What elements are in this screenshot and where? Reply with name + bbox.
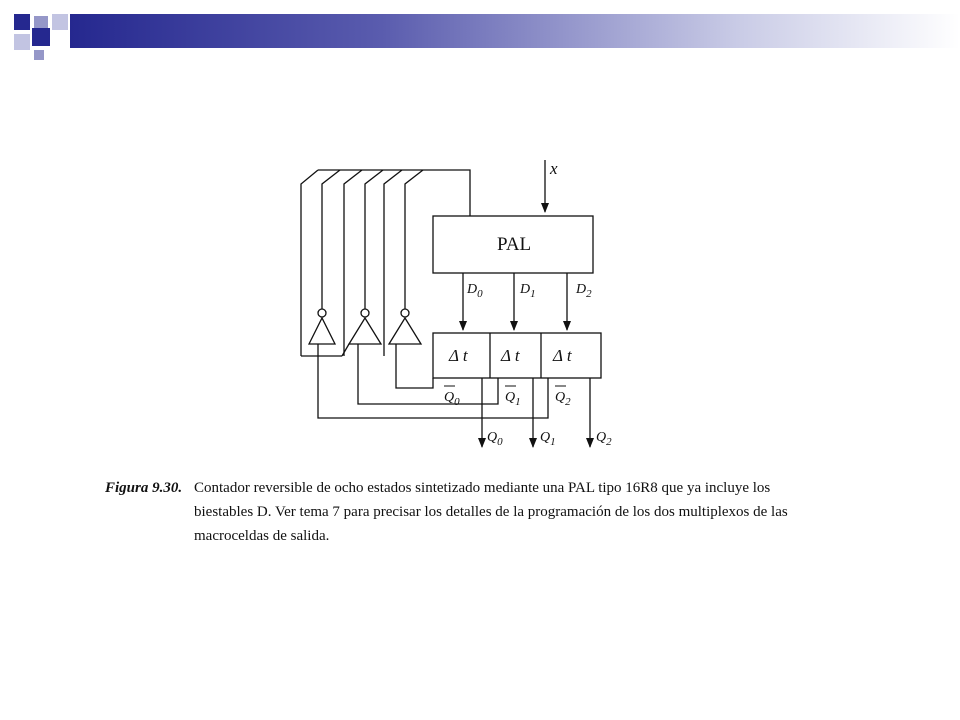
buffer-1 — [307, 316, 337, 345]
feedback-line-4 — [383, 169, 403, 356]
qbar2-feedback-wire — [317, 356, 549, 419]
d2-label: D2 — [575, 282, 592, 300]
qbar1-feedback-wire — [357, 356, 499, 405]
input-x-label: x — [549, 159, 558, 178]
q2-output-label: Q2 — [596, 430, 612, 448]
caption-line-3: macroceldas de salida. — [194, 528, 330, 544]
feedback-line-1 — [321, 169, 341, 309]
qbar2-label: Q2 — [555, 390, 571, 408]
q0-output-label: Q0 — [487, 430, 503, 448]
buffer-3 — [387, 316, 423, 345]
enable-rail — [300, 169, 319, 356]
header-bar — [70, 14, 960, 48]
buffer-1-bubble — [317, 308, 327, 318]
qbar0-label: Q0 — [444, 390, 460, 408]
d0-label: D0 — [466, 282, 483, 300]
caption-line-1: Contador reversible de ocho estados sint… — [194, 480, 771, 496]
flipflop-cell-0: Δ t — [448, 346, 469, 365]
pal-block — [432, 215, 594, 274]
q1-output-label: Q1 — [540, 430, 556, 448]
pal-label: PAL — [497, 234, 531, 255]
feedback-line-3 — [364, 169, 384, 309]
logo-square-dark-1 — [14, 14, 30, 30]
buffer-3-bubble — [400, 308, 410, 318]
logo-square-dark-2 — [32, 28, 50, 46]
flipflop-block — [432, 332, 602, 379]
buffer-2-bubble — [360, 308, 370, 318]
flipflop-cell-2: Δ t — [552, 346, 573, 365]
enable-rail-bottom-2 — [341, 343, 350, 357]
feedback-line-5 — [404, 169, 424, 309]
d1-label: D1 — [519, 282, 536, 300]
logo-square-light-2 — [52, 14, 68, 30]
logo-square-light-1 — [34, 16, 48, 30]
caption-line-2: biestables D. Ver tema 7 para precisar l… — [194, 504, 788, 520]
logo-square-light-4 — [34, 50, 44, 60]
buffer-2 — [347, 316, 383, 345]
feedback-line-2 — [343, 169, 363, 356]
qbar1-label: Q1 — [505, 390, 521, 408]
flipflop-cell-1: Δ t — [500, 346, 521, 365]
qbar0-feedback-wire — [395, 356, 434, 389]
figure-label: Figura 9.30. — [105, 480, 183, 496]
top-bus — [318, 169, 471, 216]
logo-square-light-3 — [14, 34, 30, 50]
